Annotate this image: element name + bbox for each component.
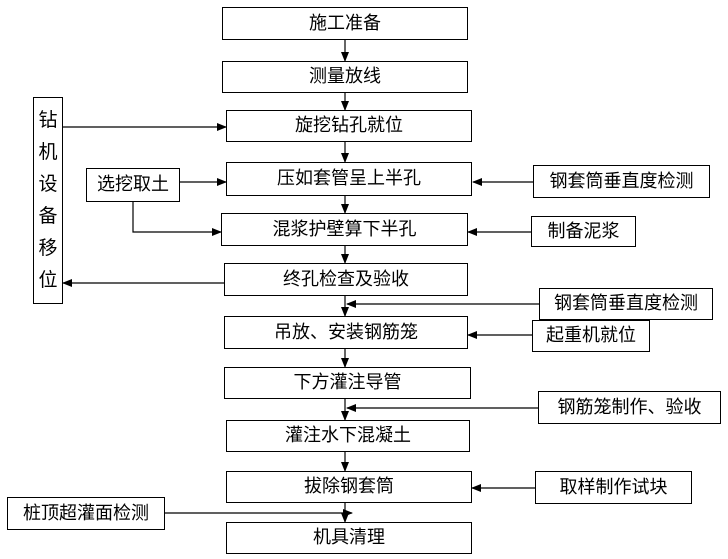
step-equipment-cleanup: 机具清理 bbox=[226, 522, 472, 554]
cage-fabrication-acceptance: 钢筋笼制作、验收 bbox=[538, 391, 721, 424]
sampling-test-block: 取样制作试块 bbox=[535, 471, 692, 504]
step-survey-layout: 测量放线 bbox=[222, 61, 468, 93]
crane-in-position: 起重机就位 bbox=[532, 320, 650, 352]
drill-equipment-move-char: 位 bbox=[38, 269, 58, 292]
step-press-casing-upper: 压如套管呈上半孔 bbox=[226, 162, 472, 196]
prepare-slurry: 制备泥浆 bbox=[531, 216, 636, 247]
casing-verticality-check-2: 钢套筒垂直度检测 bbox=[539, 288, 713, 320]
drill-equipment-move-char: 机 bbox=[38, 140, 58, 163]
select-excavate-soil: 选挖取土 bbox=[86, 168, 180, 202]
step-slurry-lower: 混浆护壁算下半孔 bbox=[221, 213, 468, 246]
drill-equipment-move-char: 移 bbox=[38, 237, 58, 260]
pile-top-over-pour-check: 桩顶超灌面检测 bbox=[7, 497, 165, 530]
step-install-cage: 吊放、安装钢筋笼 bbox=[224, 316, 468, 349]
step-lower-tremie: 下方灌注导管 bbox=[224, 367, 471, 399]
step-pour-concrete: 灌注水下混凝土 bbox=[226, 420, 470, 452]
drill-equipment-move: 钻机设备移位 bbox=[33, 97, 63, 304]
step-construction-prep: 施工准备 bbox=[222, 7, 468, 40]
step-remove-casing: 拔除钢套筒 bbox=[226, 471, 472, 503]
drill-equipment-move-char: 备 bbox=[38, 205, 58, 228]
casing-verticality-check-1: 钢套筒垂直度检测 bbox=[533, 165, 710, 198]
drill-equipment-move-char: 钻 bbox=[38, 108, 58, 131]
arrow-selectsoil-s5 bbox=[132, 202, 222, 236]
step-rotary-drill-position: 旋挖钻孔就位 bbox=[226, 110, 472, 142]
drill-equipment-move-char: 设 bbox=[38, 172, 58, 195]
step-final-hole-check: 终孔检查及验收 bbox=[224, 263, 468, 296]
